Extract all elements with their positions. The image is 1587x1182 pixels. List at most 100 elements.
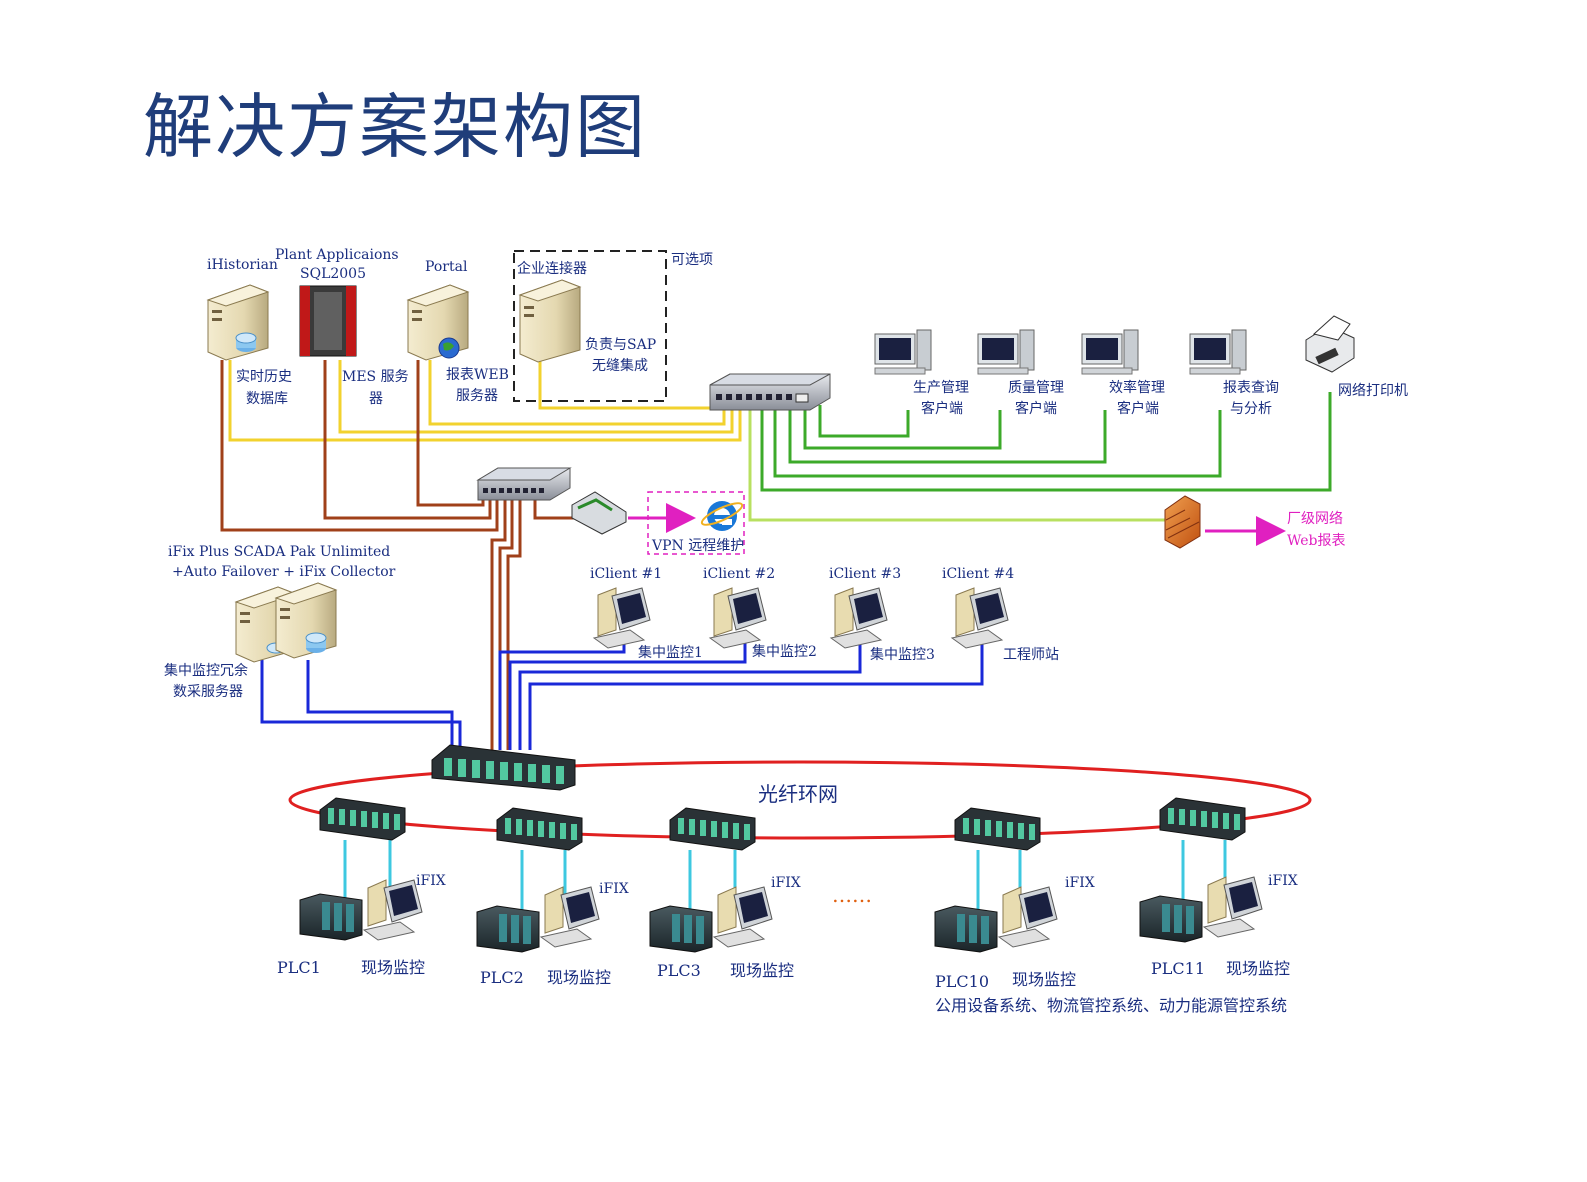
iclient-2-label: iClient #2 [703,566,775,582]
vpn-group[interactable]: VPN 远程维护 [647,491,745,555]
plant-web-caption-1: 厂级网络 [1287,511,1343,527]
ie-icon [700,501,744,531]
portal-caption-1: 报表WEB [446,367,509,383]
station-11-hmi: 现场监控 [1226,959,1290,978]
scada-caption-2: 数采服务器 [173,684,243,700]
station-2-plc: PLC2 [480,968,524,987]
client-efficiency[interactable] [1081,329,1139,375]
iclient-4-caption: 工程师站 [1003,647,1059,663]
iclient-2-caption: 集中监控2 [752,643,817,660]
station-2-ifix: iFIX [599,881,629,897]
iclient-3-label: iClient #3 [829,566,901,582]
scada-server-b[interactable] [274,582,338,659]
client-production-caption-2: 客户端 [921,400,963,417]
cyan-links [343,840,1227,910]
iclient-4[interactable]: iClient #4 [942,566,1014,649]
station-1-ifix: iFIX [416,873,446,889]
station-2[interactable]: iFIX PLC2 现场监控 [476,807,629,987]
iclient-1[interactable]: iClient #1 [590,566,662,649]
router[interactable] [571,491,627,535]
plc-rack-1 [299,893,363,941]
station-3-plc: PLC3 [657,961,701,980]
vpn-dashed-box [647,491,745,555]
station-2-hmi: 现场监控 [547,968,611,987]
client-quality-caption-1: 质量管理 [1008,380,1064,396]
server-ihistorian[interactable]: iHistorian 实时历史 数据库 [206,257,292,407]
iclient-3[interactable]: iClient #3 [829,566,901,649]
ihistorian-caption-2: 数据库 [246,391,288,407]
hmi-station-11 [1202,876,1263,938]
client-reports-caption-2: 与分析 [1230,401,1272,417]
plc-rack-11 [1139,895,1203,943]
client-efficiency-caption-1: 效率管理 [1109,379,1165,396]
client-efficiency-caption-2: 客户端 [1117,400,1159,417]
iclient-2[interactable]: iClient #2 [703,566,775,649]
switch-ring-main[interactable] [431,744,576,791]
plc-rack-10 [934,905,998,953]
stations-ellipsis: …… [832,883,872,907]
client-quality-caption-2: 客户端 [1015,400,1057,417]
scada-caption-1: 集中监控冗余 [164,662,248,679]
hmi-station-1 [362,879,423,941]
enterprise-caption-1: 负责与SAP [585,337,656,353]
station-1[interactable]: iFIX PLC1 现场监控 [277,797,446,977]
page-title: 解决方案架构图 [143,86,647,168]
plant-apps-label-1: Plant Applicaions [275,247,399,263]
switch-middle[interactable] [476,467,572,501]
blue-links [260,632,984,750]
iclient-1-caption: 集中监控1 [638,644,703,661]
yellow-links [228,360,742,442]
ring-switch-1 [319,797,406,841]
footer-note: 公用设备系统、物流管控系统、动力能源管控系统 [935,996,1287,1015]
plc-rack-2 [476,905,540,953]
station-10[interactable]: iFIX PLC10 现场监控 [934,807,1095,991]
printer-caption: 网络打印机 [1338,382,1408,399]
ihistorian-label: iHistorian [207,257,278,273]
enterprise-caption-2: 无缝集成 [592,357,648,374]
station-1-hmi: 现场监控 [361,958,425,977]
station-3-ifix: iFIX [771,875,801,891]
printer-icon[interactable] [1305,315,1355,373]
station-11[interactable]: iFIX PLC11 现场监控 [1139,797,1298,978]
plant-apps-caption-2: 器 [369,391,383,407]
station-3-hmi: 现场监控 [730,961,794,980]
iclient-3-caption: 集中监控3 [870,646,935,663]
station-10-plc: PLC10 [935,972,989,991]
portal-caption-2: 服务器 [456,388,498,404]
client-production[interactable] [874,329,932,375]
fiber-ring [288,760,1312,840]
links [220,360,1332,910]
client-production-caption-1: 生产管理 [913,380,969,396]
plant-apps-caption-1: MES 服务 [342,369,409,385]
vpn-label: VPN 远程维护 [651,538,744,554]
server-portal[interactable]: Portal 报表WEB 服务器 [406,259,509,404]
plant-apps-label-2: SQL2005 [300,266,366,282]
station-11-plc: PLC11 [1151,959,1205,978]
iclient-4-label: iClient #4 [942,566,1014,582]
ring-switch-11 [1159,797,1246,841]
firewall-link [748,410,1168,522]
station-10-ifix: iFIX [1065,875,1095,891]
ring-switch-10 [954,807,1041,851]
scada-label-2: +Auto Failover + iFix Collector [172,564,396,580]
client-reports[interactable] [1189,329,1247,375]
hmi-station-3 [712,886,773,948]
station-1-plc: PLC1 [277,958,321,977]
hmi-station-10 [997,886,1058,948]
station-11-ifix: iFIX [1268,873,1298,889]
firewall[interactable] [1164,495,1201,549]
server-plant-applications[interactable]: Plant Applicaions SQL2005 MES 服务 器 [275,247,409,407]
hmi-station-2 [539,886,600,948]
plc-rack-3 [649,905,713,953]
enterprise-box-label: 企业连接器 [517,260,587,277]
client-quality[interactable] [977,329,1035,375]
ring-label: 光纤环网 [758,782,838,806]
switch-core-top[interactable] [709,373,831,411]
ihistorian-caption-1: 实时历史 [236,369,292,385]
station-3[interactable]: iFIX PLC3 现场监控 [649,807,801,980]
green-links [760,392,1332,492]
ring-switch-2 [496,807,583,851]
enterprise-connector-group[interactable]: 企业连接器 可选项 负责与SAP 无缝集成 [513,250,713,402]
scada-label-1: iFix Plus SCADA Pak Unlimited [168,544,390,560]
